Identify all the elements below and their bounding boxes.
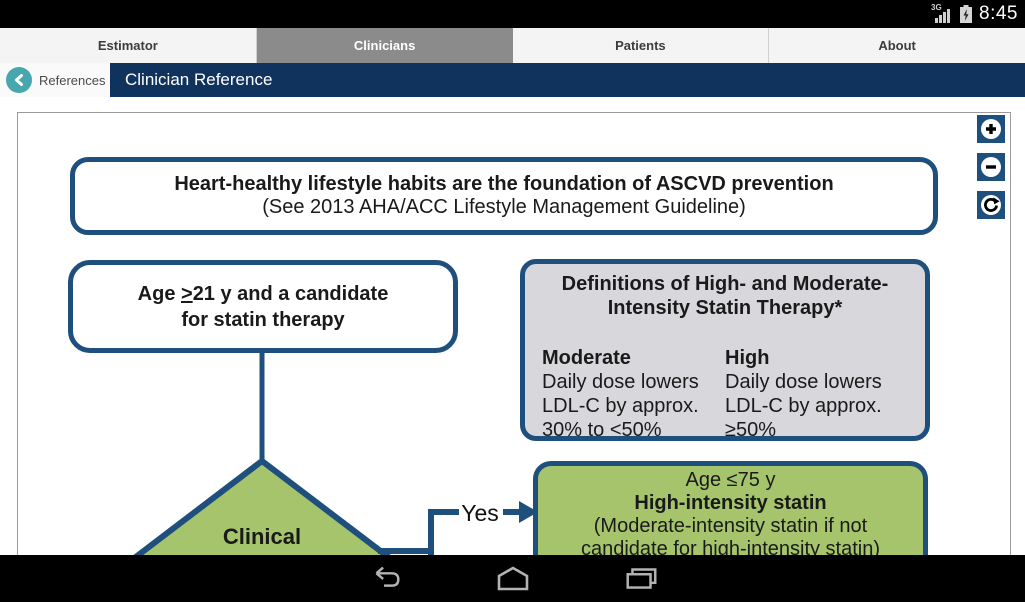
yes-branch-label: Yes — [461, 500, 499, 526]
top-tab-bar: Estimator Clinicians Patients About — [0, 28, 1025, 63]
clinical-diamond-label: Clinical — [222, 524, 302, 549]
tab-clinicians[interactable]: Clinicians — [256, 28, 513, 63]
back-icon — [375, 566, 400, 587]
minus-icon — [981, 157, 1001, 177]
network-type-label: 3G — [931, 3, 942, 12]
lifestyle-line2: (See 2013 AHA/ACC Lifestyle Management G… — [262, 196, 746, 218]
battery-charging-icon — [960, 5, 973, 23]
outcome-line2: High-intensity statin — [634, 492, 827, 514]
zoom-out-button[interactable] — [977, 153, 1005, 181]
chevron-left-icon — [6, 67, 32, 93]
references-label: References — [39, 72, 106, 88]
zoom-controls — [977, 115, 1005, 229]
tab-patients[interactable]: Patients — [512, 28, 770, 63]
age-line1: Age >21 y and a candidate — [137, 282, 389, 305]
definitions-title: Definitions of High- and Moderate- Inten… — [561, 273, 889, 319]
recents-icon — [625, 567, 656, 589]
home-icon — [497, 566, 528, 590]
statin-definitions-box: Definitions of High- and Moderate- Inten… — [520, 259, 930, 441]
tab-about[interactable]: About — [769, 28, 1025, 63]
references-back-button[interactable]: References — [0, 63, 110, 97]
page-title: Clinician Reference — [125, 70, 273, 89]
outcome-line1: Age ≤75 y — [685, 469, 776, 491]
clock: 8:45 — [979, 3, 1018, 24]
back-nav-button[interactable] — [365, 565, 405, 593]
refresh-icon — [981, 195, 1001, 215]
outcome-line4: candidate for high-intensity statin) — [580, 538, 881, 560]
signal-strength-icon: 3G — [931, 3, 953, 24]
zoom-in-button[interactable] — [977, 115, 1005, 143]
lifestyle-foundation-box: Heart-healthy lifestyle habits are the f… — [70, 157, 938, 235]
age-line2: for statin therapy — [181, 308, 345, 331]
age-candidate-box: Age >21 y and a candidate for statin the… — [68, 260, 458, 353]
high-column: High Daily dose lowers LDL-C by approx. … — [725, 347, 882, 441]
tab-estimator[interactable]: Estimator — [0, 28, 257, 63]
android-status-bar: 3G 8:45 — [0, 0, 1025, 28]
recents-nav-button[interactable] — [621, 565, 661, 593]
zoom-reset-button[interactable] — [977, 191, 1005, 219]
home-nav-button[interactable] — [493, 565, 533, 593]
moderate-column: Moderate Daily dose lowers LDL-C by appr… — [542, 347, 699, 441]
outcome-line3: (Moderate-intensity statin if not — [593, 515, 868, 537]
android-nav-bar — [0, 555, 1025, 602]
plus-icon — [981, 119, 1001, 139]
definitions-columns: Moderate Daily dose lowers LDL-C by appr… — [525, 346, 925, 442]
greater-equal-symbol: > — [181, 282, 193, 305]
title-bar: References Clinician Reference — [0, 63, 1025, 97]
lifestyle-line1: Heart-healthy lifestyle habits are the f… — [174, 173, 834, 195]
